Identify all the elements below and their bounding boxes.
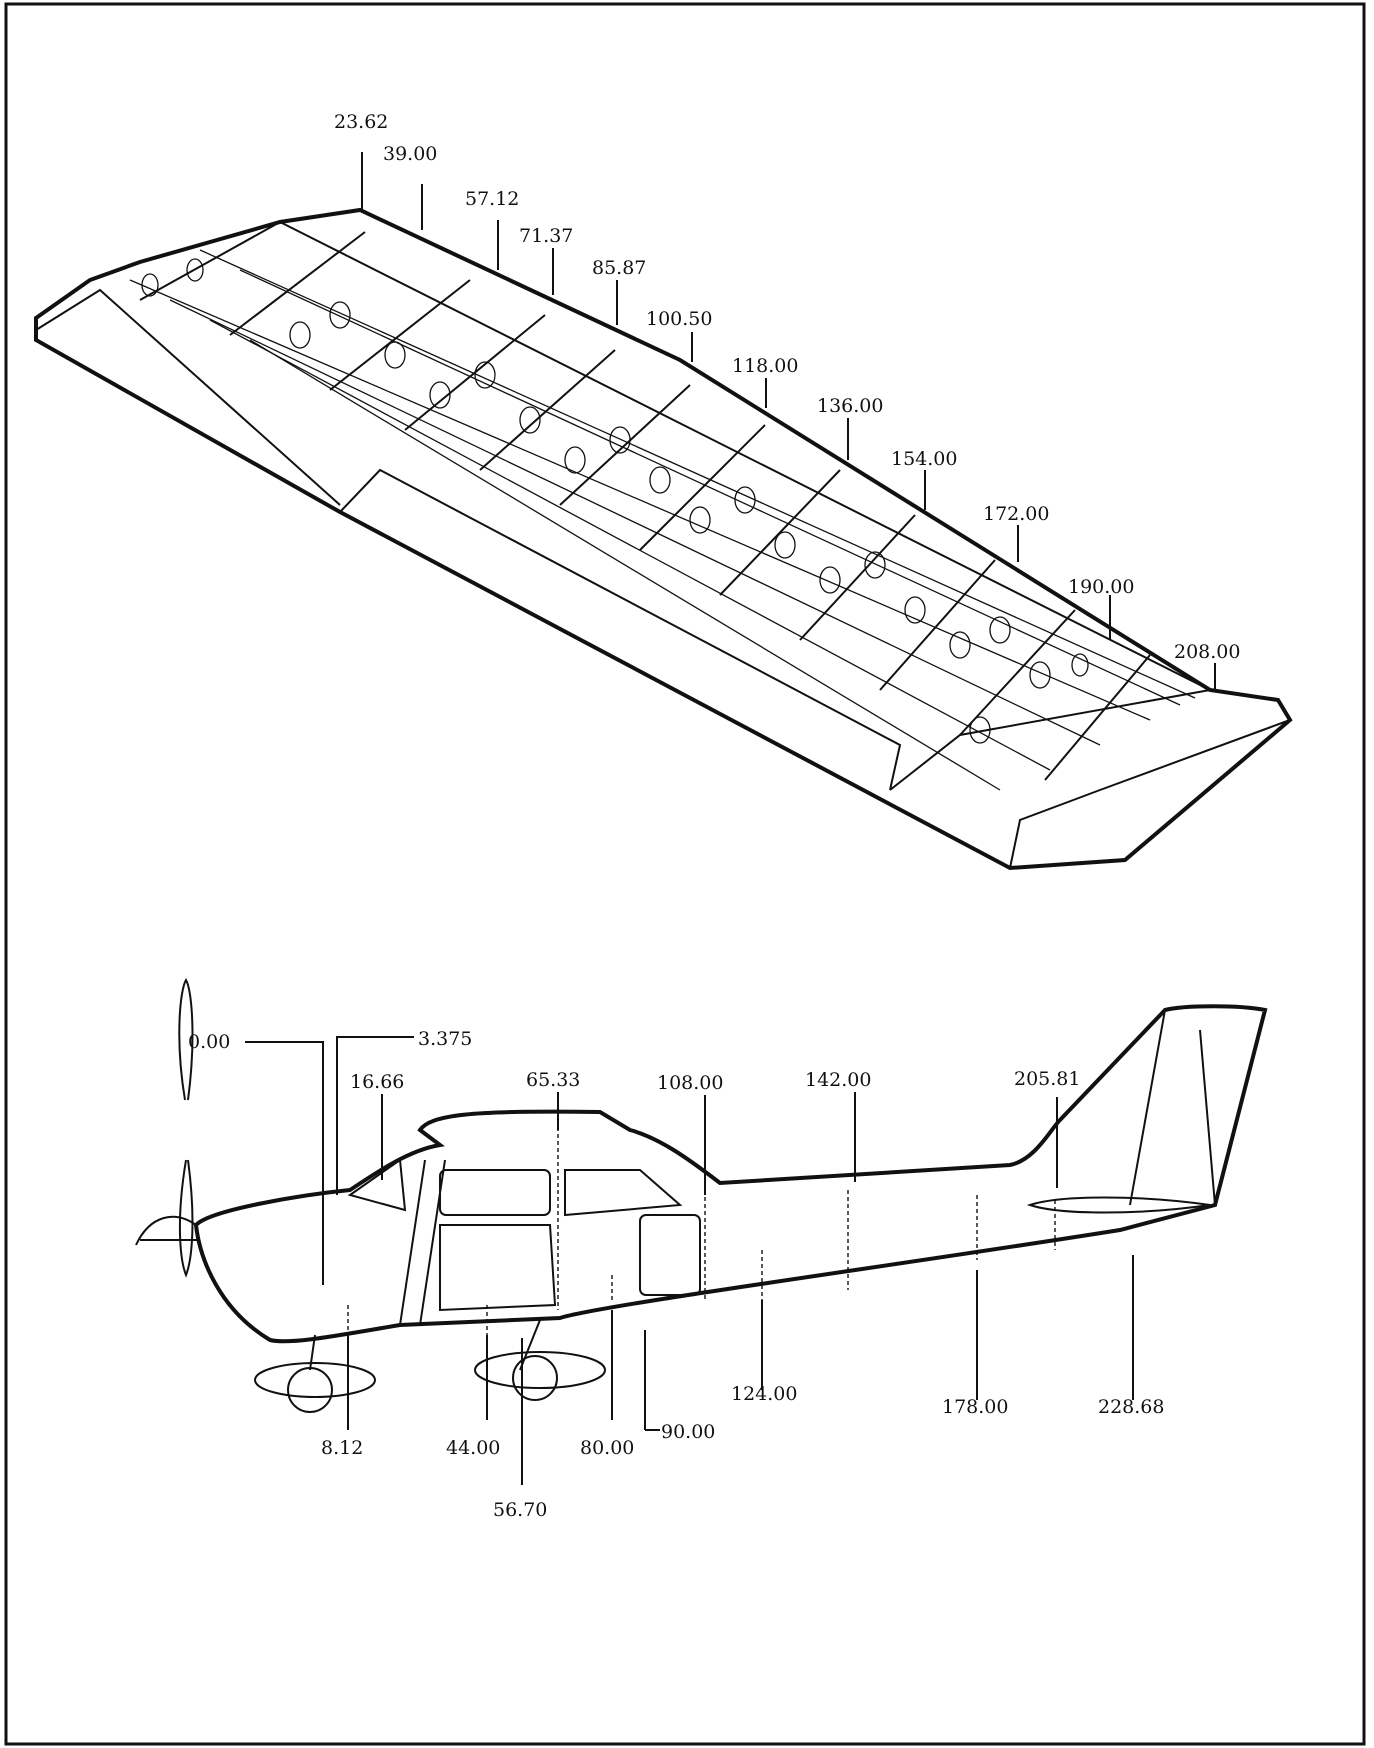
wing-station-label: 136.00 [817,395,883,417]
wing-station-label: 39.00 [383,143,437,165]
wing-station-label: 85.87 [592,257,646,279]
fuselage-station-label: 228.68 [1098,1396,1164,1418]
cabin-door [439,1224,557,1312]
wing-leading-edge-skin [35,288,902,791]
fuselage-station-leaders [245,1036,1134,1485]
fuselage-station-label: 56.70 [493,1499,547,1521]
fuselage-station-label: 16.66 [350,1071,404,1093]
fuselage-station-label: 90.00 [661,1421,715,1443]
wing-station-label: 57.12 [465,188,519,210]
baggage-door [639,1214,701,1296]
airplane-side-view [135,978,1268,1413]
propeller [140,978,200,1278]
horizontal-stabilizer [1026,1196,1211,1214]
wing-drawing [34,152,1293,871]
wing-ribs [139,221,1151,781]
fuselage-station-label: 124.00 [731,1383,797,1405]
fuselage-station-label: 3.375 [418,1028,472,1050]
spinner [135,1215,197,1246]
wing-station-label: 118.00 [732,355,798,377]
fuselage-station-label: 178.00 [942,1396,1008,1418]
page-border [4,2,1366,1746]
wing-station-label: 208.00 [1174,641,1240,663]
fuselage-station-dashes [347,1120,1056,1335]
wing-station-leaders [361,152,1216,690]
vertical-stabilizer [1129,1009,1216,1206]
fuselage-station-label: 8.12 [321,1437,363,1459]
wing-station-labels: 23.62 39.00 57.12 71.37 85.87 100.50 118… [334,111,1240,663]
wing-station-label: 154.00 [891,448,957,470]
fuselage-station-label: 44.00 [446,1437,500,1459]
front-window [439,1169,551,1216]
nose-landing-gear [254,1334,376,1413]
fuselage-bottom-labels: 8.12 44.00 56.70 80.00 90.00 124.00 178.… [321,1383,1164,1521]
wing-outline [34,207,1293,871]
wing-station-label: 172.00 [983,503,1049,525]
wing-lightening-holes [141,258,1089,744]
fuselage-outline [193,1004,1268,1344]
fuselage-station-label: 0.00 [188,1031,230,1053]
wing-rear-spar [279,221,1211,691]
rear-window [564,1169,683,1217]
fuselage-top-labels: 0.00 3.375 16.66 65.33 108.00 142.00 205… [188,1028,1080,1094]
fuselage-station-label: 65.33 [526,1069,580,1091]
wing-station-label: 71.37 [519,225,573,247]
wing-strut [399,1159,446,1326]
fuselage-station-label: 108.00 [657,1072,723,1094]
fuselage-station-label: 205.81 [1014,1068,1080,1090]
wing-station-label: 100.50 [646,308,712,330]
fuselage-station-label: 80.00 [580,1437,634,1459]
wing-station-label: 190.00 [1068,576,1134,598]
main-landing-gear [474,1319,606,1401]
wing-station-label: 23.62 [334,111,388,133]
windshield [347,1158,407,1212]
fuselage-station-label: 142.00 [805,1069,871,1091]
